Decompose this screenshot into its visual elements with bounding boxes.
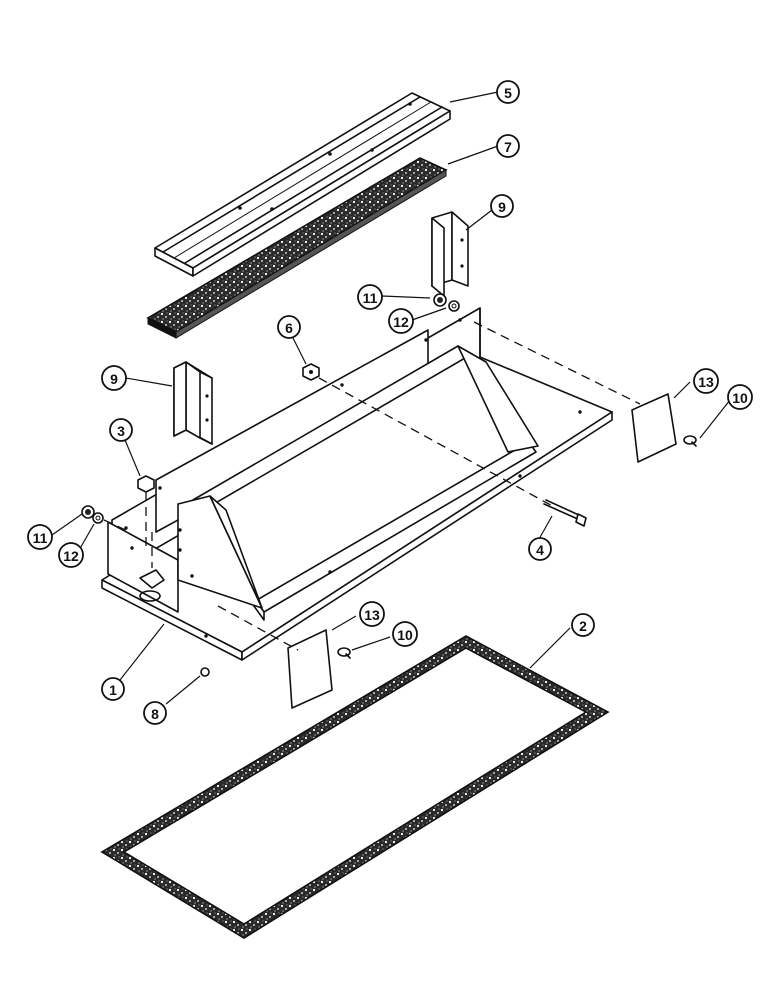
- callout-12-upper: 12: [388, 308, 414, 334]
- callout-13-right: 13: [693, 368, 719, 394]
- svg-text:9: 9: [498, 199, 506, 215]
- svg-text:10: 10: [732, 390, 748, 406]
- screw-10-right: [683, 435, 697, 447]
- svg-text:2: 2: [579, 618, 587, 634]
- washer-12-lower: [92, 512, 104, 524]
- svg-text:3: 3: [117, 423, 125, 439]
- svg-text:4: 4: [536, 542, 544, 558]
- callout-8: 7: [496, 134, 520, 158]
- callout-4: 2: [571, 613, 595, 637]
- screw-10-lower: [337, 647, 351, 659]
- callout-10-lower: 10: [392, 621, 418, 647]
- callout-13-lower: 13: [359, 601, 385, 627]
- callout-5: 5: [496, 80, 520, 104]
- svg-text:11: 11: [33, 530, 48, 546]
- callout-9-left: 9: [101, 365, 127, 391]
- bracket-right-part: [431, 211, 469, 297]
- nut-7: [302, 363, 320, 381]
- end-cover-right-part: [631, 393, 677, 463]
- svg-text:8: 8: [151, 706, 159, 722]
- callout-6: 4: [528, 537, 552, 561]
- base-tray-part: [101, 307, 613, 661]
- callout-11-lower: 11: [27, 524, 53, 550]
- nut-11-upper: [433, 293, 447, 307]
- svg-text:13: 13: [364, 607, 380, 623]
- svg-text:11: 11: [363, 290, 378, 306]
- svg-text:10: 10: [397, 627, 413, 643]
- filter-pad-part: [146, 157, 448, 339]
- callout-12-lower: 12: [58, 542, 84, 568]
- end-cover-lower-part: [287, 629, 333, 709]
- top-channel-part: [154, 92, 451, 277]
- svg-text:12: 12: [63, 548, 79, 564]
- nut-11-lower: [81, 505, 95, 519]
- plug-2: [200, 667, 210, 677]
- gasket-frame-part: [100, 635, 610, 939]
- callout-10-right: 10: [727, 384, 753, 410]
- callout-11-upper: 11: [357, 284, 383, 310]
- leader-lines: [51, 91, 731, 705]
- callout-3: 3: [109, 418, 133, 442]
- long-bolt-part: [543, 499, 587, 527]
- svg-text:1: 1: [109, 682, 117, 698]
- callout-2: 8: [143, 701, 167, 725]
- svg-text:9: 9: [110, 371, 118, 387]
- svg-text:7: 7: [504, 139, 512, 155]
- svg-text:12: 12: [393, 314, 409, 330]
- assembly-lines: [103, 321, 641, 651]
- callout-9-right: 9: [490, 194, 514, 218]
- svg-text:13: 13: [698, 374, 714, 390]
- bracket-left-part: [173, 361, 213, 445]
- washer-12-upper: [448, 300, 460, 312]
- screw-3: [137, 475, 155, 493]
- svg-text:6: 6: [285, 320, 293, 336]
- callout-7: 6: [277, 315, 301, 339]
- callout-1: 1: [101, 677, 125, 701]
- svg-text:5: 5: [504, 85, 512, 101]
